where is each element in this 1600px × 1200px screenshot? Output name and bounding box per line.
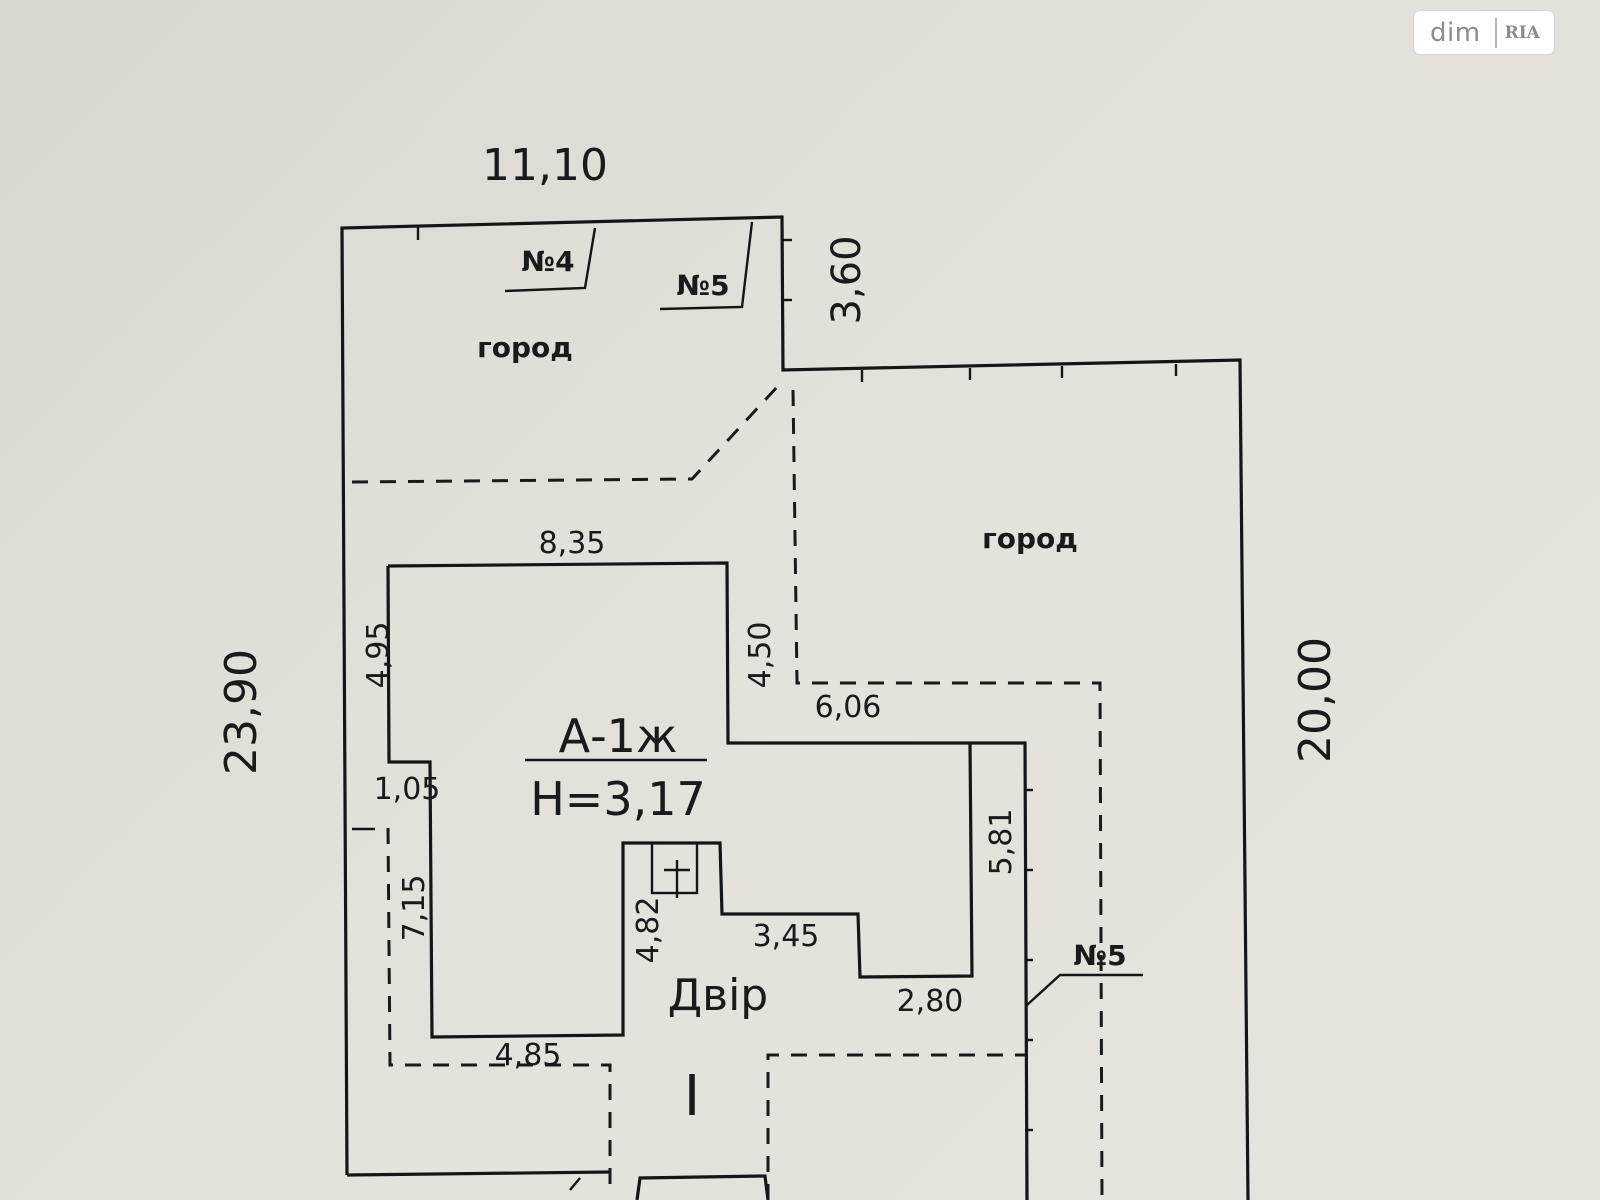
outbuilding-5-leader bbox=[1026, 973, 1143, 1006]
dim-house-top: 8,35 bbox=[539, 526, 606, 561]
dim-step-height: 3,60 bbox=[824, 235, 870, 324]
shed-4-label: №4 bbox=[521, 245, 574, 278]
outbuilding-5-label: №5 bbox=[1073, 939, 1126, 972]
yard-boundary-right bbox=[766, 1053, 1025, 1200]
watermark-text: dim bbox=[1430, 17, 1481, 48]
house-name: А-1ж bbox=[559, 709, 678, 763]
gate-structure bbox=[635, 1174, 770, 1200]
shed-4-outline bbox=[504, 227, 597, 293]
dim-right-height: 20,00 bbox=[1290, 637, 1341, 763]
dim-notch-right: 4,50 bbox=[743, 622, 778, 689]
dim-top-width: 11,10 bbox=[482, 140, 608, 191]
dim-house-right-lower: 5,81 bbox=[984, 809, 1019, 876]
house-height: Н=3,17 bbox=[530, 772, 706, 826]
dim-house-left-upper: 4,95 bbox=[361, 622, 396, 689]
shed-5-label: №5 bbox=[676, 269, 729, 302]
yard-label: Двір bbox=[668, 970, 768, 1021]
house-outline bbox=[387, 561, 1029, 1200]
dim-bottom-left: 4,85 bbox=[495, 1038, 562, 1073]
dim-left-height: 23,90 bbox=[216, 649, 267, 775]
shed-5-outline bbox=[659, 221, 754, 311]
plot-bottom-edge bbox=[346, 1170, 611, 1177]
dim-mid-step: 6,06 bbox=[815, 690, 882, 725]
ria-logo-icon: RIA bbox=[1504, 22, 1540, 43]
dim-left-step: 1,05 bbox=[374, 772, 441, 807]
yard-boundary-left bbox=[386, 827, 612, 1185]
porch-step bbox=[650, 841, 699, 895]
plot-boundary bbox=[340, 215, 1250, 1200]
garden-label-right: город bbox=[982, 522, 1078, 555]
dim-inner-step: 3,45 bbox=[753, 919, 820, 954]
dim-ria-watermark: dim RIA bbox=[1414, 11, 1554, 54]
dim-bottom-right: 2,80 bbox=[897, 984, 964, 1019]
boundary-tick bbox=[569, 1177, 581, 1191]
garden-zone-boundary-upper bbox=[351, 384, 780, 484]
garden-zone-boundary-right bbox=[791, 389, 1104, 1200]
gate-label: I bbox=[684, 1064, 701, 1129]
watermark-separator bbox=[1494, 17, 1497, 48]
dim-house-left-lower: 7,15 bbox=[397, 875, 432, 942]
garden-label-upper: город bbox=[477, 331, 573, 364]
dim-porch: 4,82 bbox=[631, 897, 666, 964]
